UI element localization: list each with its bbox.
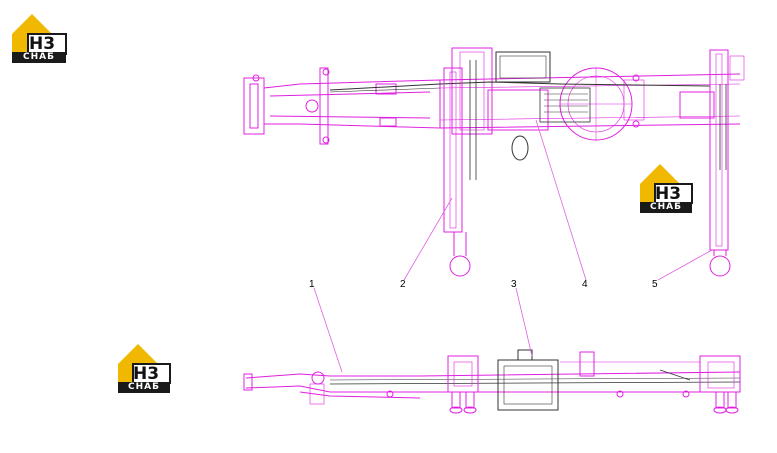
logo-mark: H3: [28, 34, 56, 54]
logo-house-icon: [640, 164, 693, 213]
callout-3: 3: [511, 279, 517, 290]
leader-line-3: [515, 287, 533, 357]
leader-lines: [313, 119, 713, 373]
logo-label: СНАБ: [650, 202, 682, 212]
brand-logo-middle-right: H3 СНАБ: [638, 162, 694, 214]
top-view-chassis: [243, 47, 745, 277]
leader-line-2: [403, 197, 453, 281]
leader-line-1: [313, 287, 343, 373]
brand-logo-bottom-left: H3 СНАБ: [116, 342, 172, 394]
logo-house-icon: [12, 14, 67, 63]
leader-line-5: [657, 249, 713, 281]
callout-2: 2: [400, 279, 406, 290]
callout-1: 1: [309, 279, 315, 290]
logo-mark: H3: [654, 184, 682, 204]
logo-mark: H3: [132, 364, 160, 384]
brand-logo-top-left: H3 СНАБ: [10, 12, 68, 64]
logo-house-icon: [118, 344, 171, 393]
side-view-chassis: [243, 349, 741, 414]
logo-label: СНАБ: [128, 382, 160, 392]
callout-4: 4: [582, 279, 588, 290]
callout-5: 5: [652, 279, 658, 290]
leader-line-4: [535, 119, 587, 281]
logo-label: СНАБ: [23, 52, 55, 62]
